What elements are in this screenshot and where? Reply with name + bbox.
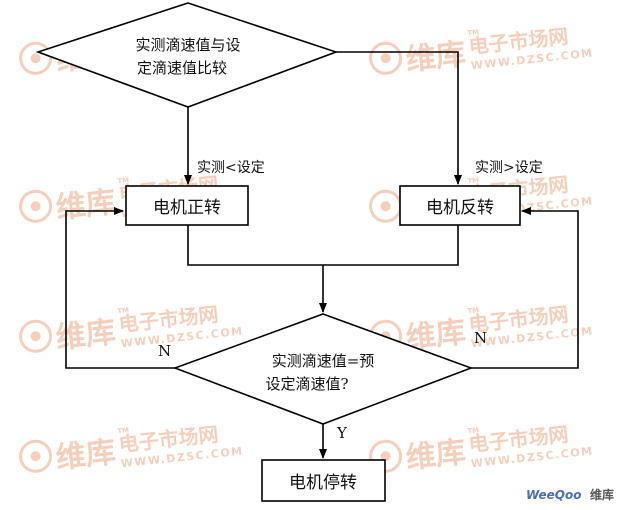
watermark-brand: 维库 <box>54 185 117 226</box>
motor-reverse-label: 电机反转 <box>426 198 494 218</box>
watermark-brand: 维库 <box>404 435 467 476</box>
watermark-logo-dot <box>380 53 391 64</box>
watermark: 维库电子市场网TMWWW.DZSC.COM <box>369 422 594 476</box>
watermark-logo-dot <box>30 53 41 64</box>
watermark-logo-icon <box>369 439 403 473</box>
watermark-logo-dot <box>380 201 391 212</box>
motor-forward-box <box>125 185 249 226</box>
watermark-logo-icon <box>369 41 403 75</box>
watermark-logo-dot <box>30 201 41 212</box>
edge-label-no-left: N <box>158 342 171 360</box>
watermark-logo-icon <box>19 319 53 353</box>
edge-label-no-right: N <box>474 329 487 347</box>
watermark-tm: TM <box>467 28 480 37</box>
watermark-logo-dot <box>380 451 391 462</box>
motor-reverse-box <box>399 185 521 226</box>
watermark-tm: TM <box>117 176 130 185</box>
edge-compare-to-reverse <box>336 51 462 185</box>
motor-stop-label: 电机停转 <box>289 473 357 493</box>
watermark-logo-dot <box>30 331 41 342</box>
footer-brand: WeeQoo 维库 <box>526 487 614 502</box>
compare-decision-line2: 定滴速值比较 <box>137 59 227 77</box>
watermark-brand: 维库 <box>54 315 117 356</box>
equal-check-line1: 实测滴速值=预 <box>272 352 375 370</box>
equal-check-line2: 设定滴速值? <box>265 375 348 393</box>
watermark-brand: 维库 <box>54 435 117 476</box>
compare-decision-shape <box>35 2 339 108</box>
edge-label-yes: Y <box>336 424 348 442</box>
edge-forward-merge <box>187 225 459 266</box>
watermark: 维库电子市场网TMWWW.DZSC.COM <box>369 24 594 78</box>
watermark-tm: TM <box>117 426 130 435</box>
watermark-tm: TM <box>467 306 480 315</box>
watermark-tm: TM <box>467 176 480 185</box>
edge-label-layer: 实测<设定 实测>设定 N N Y <box>158 160 543 442</box>
equal-check-decision-shape <box>172 313 474 425</box>
edge-check-no-right <box>471 207 579 369</box>
watermark: 维库电子市场网TMWWW.DZSC.COM <box>19 302 244 356</box>
watermark-tm: TM <box>117 306 130 315</box>
watermark-tm: TM <box>467 426 480 435</box>
watermark-logo-icon <box>19 189 53 223</box>
edge-label-less: 实测<设定 <box>197 160 265 176</box>
watermark-logo-icon <box>19 439 53 473</box>
footer-brand-cjk: 维库 <box>590 487 614 502</box>
node-layer: 实测滴速值与设 定滴速值比较 电机正转 电机反转 实测滴速值=预 设定滴速值? … <box>35 2 521 502</box>
edge-layer <box>65 51 579 459</box>
compare-decision-line1: 实测滴速值与设 <box>135 36 240 54</box>
motor-forward-label: 电机正转 <box>153 198 221 218</box>
watermark-brand: 维库 <box>404 37 467 78</box>
watermark: 维库电子市场网TMWWW.DZSC.COM <box>19 422 244 476</box>
edge-label-greater: 实测>设定 <box>475 160 543 176</box>
edge-check-no-left <box>65 207 175 369</box>
motor-stop-box <box>261 459 386 502</box>
watermark-logo-dot <box>30 451 41 462</box>
footer-brand-latin: WeeQoo <box>526 488 581 502</box>
